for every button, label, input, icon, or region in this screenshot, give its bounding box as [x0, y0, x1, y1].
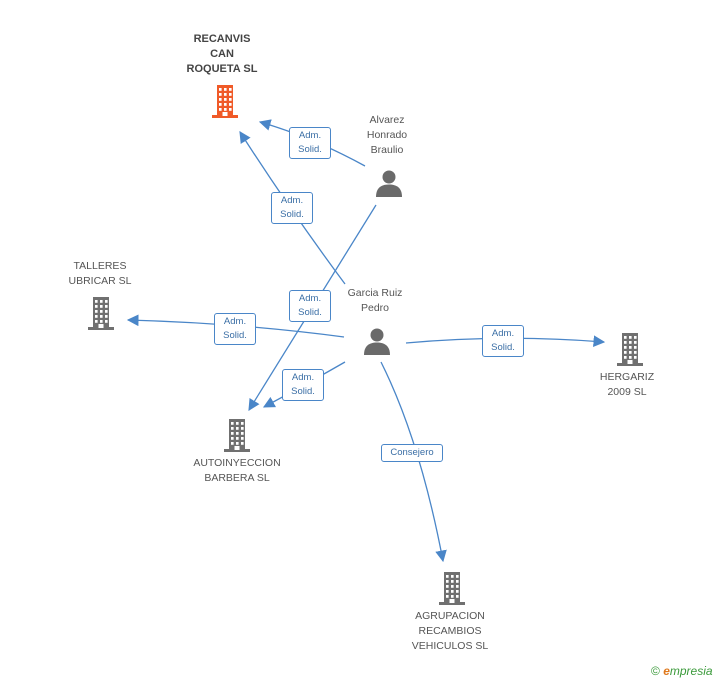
- node-label-agrupacion[interactable]: AGRUPACION RECAMBIOS VEHICULOS SL: [411, 610, 489, 652]
- person-icon[interactable]: [374, 168, 404, 198]
- node-label-autoinyeccion[interactable]: AUTOINYECCION BARBERA SL: [193, 457, 281, 484]
- edge-label-garcia-talleres[interactable]: Adm. Solid.: [214, 313, 256, 345]
- node-label-alvarez[interactable]: Alvarez Honrado Braulio: [366, 114, 408, 156]
- brand-footer: © empresia: [651, 664, 713, 678]
- copyright-icon: ©: [651, 664, 660, 678]
- person-icon[interactable]: [362, 326, 392, 356]
- edge-label-garcia-agrupacion[interactable]: Consejero: [381, 444, 443, 462]
- building-icon[interactable]: [221, 418, 253, 452]
- building-icon[interactable]: [436, 571, 468, 605]
- building-icon[interactable]: [614, 332, 646, 366]
- node-label-garcia[interactable]: Garcia Ruiz Pedro: [347, 287, 403, 314]
- brand-logo-initial: e: [663, 664, 670, 678]
- edge-label-garcia-autoinyeccion[interactable]: Adm. Solid.: [282, 369, 324, 401]
- edge-label-garcia-hergariz[interactable]: Adm. Solid.: [482, 325, 524, 357]
- edge-label-garcia-recanvis[interactable]: Adm. Solid.: [271, 192, 313, 224]
- edge-label-alvarez-recanvis[interactable]: Adm. Solid.: [289, 127, 331, 159]
- node-label-talleres[interactable]: TALLERES UBRICAR SL: [68, 260, 132, 287]
- node-label-hergariz[interactable]: HERGARIZ 2009 SL: [599, 371, 655, 398]
- node-label-recanvis[interactable]: RECANVIS CAN ROQUETA SL: [186, 33, 258, 75]
- edge-label-alvarez-autoinyeccion[interactable]: Adm. Solid.: [289, 290, 331, 322]
- building-icon[interactable]: [85, 296, 117, 330]
- brand-logo-text: mpresia: [669, 664, 713, 678]
- building-icon[interactable]: [209, 84, 241, 118]
